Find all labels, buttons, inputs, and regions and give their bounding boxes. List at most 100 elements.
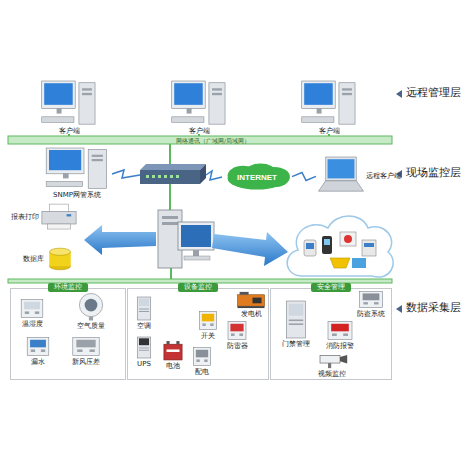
gen-icon	[236, 290, 266, 309]
battery-icon	[160, 340, 186, 361]
flow-arrow	[212, 232, 288, 266]
layer-label: 远程管理层	[406, 87, 461, 99]
node-label: UPS	[137, 360, 151, 368]
alarm-notification-cloud	[364, 243, 374, 247]
node-label: 防雷器	[227, 342, 248, 350]
icon-part	[374, 302, 379, 304]
icon-part	[328, 363, 331, 368]
icon-part	[360, 292, 383, 308]
node-label: 客户端	[59, 127, 80, 135]
icon-part	[77, 349, 82, 352]
icon-part	[85, 299, 98, 312]
node-label: 空调	[137, 322, 151, 330]
icon-part	[212, 93, 222, 95]
node-label: 客户端	[189, 127, 210, 135]
network-switch	[170, 175, 173, 178]
icon-part	[174, 83, 203, 105]
network-switch	[158, 175, 161, 178]
client-computer: 客户端	[298, 80, 360, 135]
icon-part	[167, 349, 180, 352]
icon-part	[137, 297, 150, 320]
internet-cloud: INTERNET	[222, 163, 292, 191]
monitored-device: 消防报警	[320, 320, 360, 350]
icon-part	[21, 300, 43, 318]
pc-icon	[298, 80, 360, 126]
dev-icon	[222, 320, 252, 341]
layer-label: 现场监控层	[406, 167, 461, 179]
server-computer	[184, 256, 210, 260]
icon-part	[240, 292, 249, 295]
icon-part	[318, 181, 363, 191]
alarm-notification-cloud	[330, 258, 350, 268]
icon-part	[339, 83, 355, 124]
icon-part	[302, 81, 335, 109]
icon-part	[238, 306, 265, 308]
network-switch	[200, 164, 206, 184]
icon-part	[230, 324, 243, 332]
network-switch	[140, 164, 206, 170]
icon-part	[289, 320, 303, 322]
wireless-link	[112, 170, 140, 178]
monitored-device: 配电	[188, 346, 216, 376]
tall-icon	[130, 336, 158, 359]
wireless-connector	[292, 173, 316, 181]
server-computer	[162, 222, 178, 225]
network-switch	[140, 170, 200, 184]
icon-part	[172, 117, 204, 123]
node-label: 客户端	[319, 127, 340, 135]
icon-part	[320, 355, 340, 363]
alarm-notification-cloud	[287, 216, 393, 277]
icon-part	[200, 312, 217, 330]
monitored-device: 视频监控	[312, 352, 352, 378]
monitored-device: 开关	[194, 310, 222, 340]
node-label: 消防报警	[326, 342, 354, 350]
icon-part	[44, 83, 73, 105]
icon-part	[41, 211, 75, 224]
dev-icon	[188, 346, 216, 367]
icon-part	[328, 322, 352, 340]
node-label: 防盗系统	[357, 310, 385, 318]
network-switch	[146, 175, 149, 178]
dev-icon	[20, 336, 56, 357]
icon-part	[204, 359, 207, 362]
node-label: 报表打印	[11, 213, 39, 221]
icon-part	[331, 324, 349, 332]
equipment-monitor-group: 设备监控空调UPS电池配电开关防雷器发电机	[127, 288, 269, 380]
cloud-shape	[228, 164, 290, 190]
icon-part	[342, 88, 352, 90]
monitored-device: 电池	[160, 340, 186, 370]
icon-part	[41, 349, 45, 352]
camera-icon	[312, 352, 352, 369]
icon-part	[42, 117, 74, 123]
snmp-management-computer: SNMP网管系统	[42, 147, 112, 199]
icon-part	[343, 333, 348, 336]
layer-marker	[396, 305, 402, 313]
remote-client-laptop: 远程客户端	[316, 156, 402, 196]
icon-part	[332, 333, 337, 336]
dev-icon	[194, 310, 222, 331]
icon-part	[289, 304, 303, 316]
group-heading: 环境监控	[48, 283, 88, 292]
alarm-notification-cloud	[352, 258, 366, 268]
alarm-notification-cloud	[304, 240, 316, 256]
icon-part	[212, 88, 222, 90]
icon-part	[27, 338, 49, 356]
client-computer: 客户端	[38, 80, 100, 135]
node-label: SNMP网管系统	[53, 191, 101, 199]
icon-part	[326, 157, 357, 181]
icon-part	[231, 333, 235, 336]
server-computer	[181, 225, 211, 247]
icon-part	[167, 341, 170, 344]
security-management-group: 安全管理门禁管理消防报警防盗系统视频监控	[270, 288, 392, 380]
server-computer	[178, 222, 214, 250]
bus-label: 网络通讯（广域网/局域网）	[176, 137, 250, 144]
icon-part	[139, 311, 149, 312]
flow-arrow	[84, 225, 156, 255]
icon-part	[363, 293, 380, 300]
icon-part	[363, 302, 368, 304]
icon-part	[238, 295, 265, 306]
flow-arrow	[84, 225, 288, 266]
icon-part	[57, 108, 62, 114]
monitored-device: 新风压差	[64, 336, 108, 366]
icon-part	[289, 323, 303, 325]
